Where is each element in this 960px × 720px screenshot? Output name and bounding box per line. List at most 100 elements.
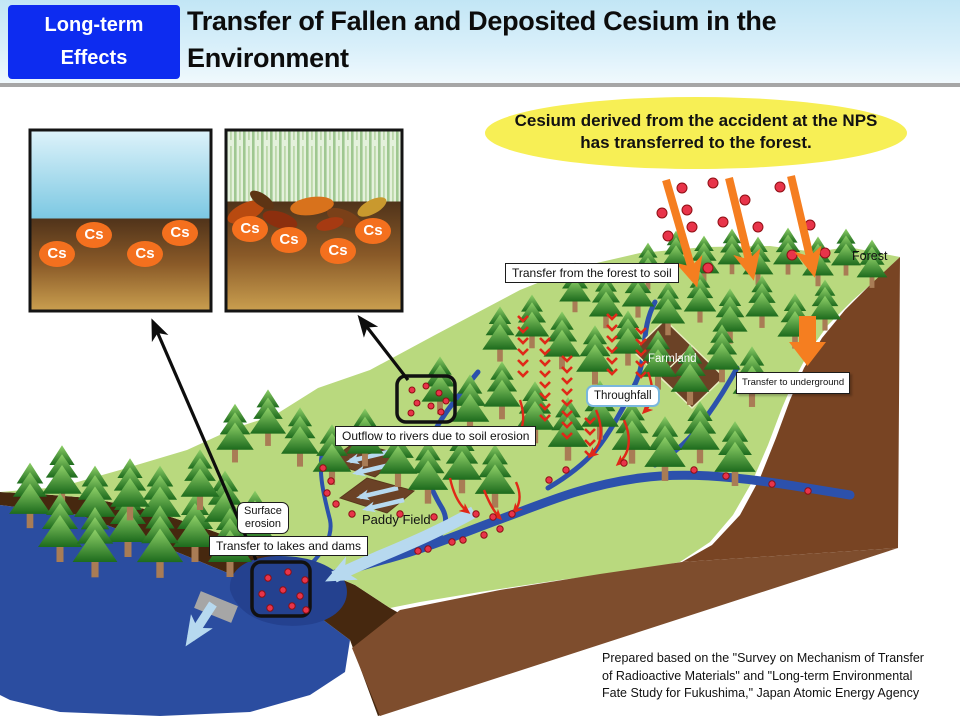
- dam: [185, 591, 238, 647]
- label-surface-erosion: Surface erosion: [237, 502, 289, 534]
- cesium-dot: [323, 489, 331, 497]
- badge-line1: Long-term: [44, 14, 144, 36]
- cesium-dot: [786, 249, 798, 261]
- cesium-dot: [774, 181, 786, 193]
- throughfall-chevron: [561, 410, 573, 418]
- throughfall-chevron: [584, 428, 596, 436]
- cesium-dot: [690, 466, 698, 474]
- throughfall-chevron: [635, 371, 647, 379]
- cesium-dot: [717, 216, 729, 228]
- cesium-dot: [496, 525, 504, 533]
- throughfall-arrows: [517, 313, 647, 458]
- cesium-dot: [332, 500, 340, 508]
- mountain-slope: [682, 257, 900, 562]
- cesium-dot: [284, 568, 292, 576]
- cesium-dot: [301, 576, 309, 584]
- throughfall-chevron: [606, 368, 618, 376]
- cesium-dot: [437, 408, 445, 416]
- cesium-dot: [302, 606, 310, 614]
- cesium-dot: [620, 459, 628, 467]
- cesium-dot: [396, 510, 404, 518]
- cesium-dot: [739, 194, 751, 206]
- throughfall-chevron: [561, 421, 573, 429]
- terrain-front-face: [352, 548, 898, 716]
- cesium-dot: [422, 382, 430, 390]
- cesium-dot: [804, 487, 812, 495]
- cesium-dot: [414, 547, 422, 555]
- label-transfer-forest-soil: Transfer from the forest to soil: [505, 263, 679, 283]
- cesium-symbol: Cs: [39, 241, 75, 267]
- throughfall-chevron: [606, 357, 618, 365]
- throughfall-chevron: [584, 417, 596, 425]
- throughfall-chevron: [561, 388, 573, 396]
- throughfall-chevron: [517, 337, 529, 345]
- cesium-dot: [264, 574, 272, 582]
- title-line1: Transfer of Fallen and Deposited Cesium …: [187, 6, 777, 36]
- fallen-leaves: [227, 190, 387, 231]
- throughfall-chevron: [517, 326, 529, 334]
- title-line2: Environment: [187, 43, 349, 73]
- cesium-symbol: Cs: [232, 216, 268, 242]
- throughfall-chevron: [517, 348, 529, 356]
- throughfall-chevron: [635, 327, 647, 335]
- cesium-dot: [348, 510, 356, 518]
- cesium-dot: [459, 536, 467, 544]
- underground-arrow: [789, 316, 826, 366]
- cesium-dots: [258, 177, 831, 614]
- cesium-symbol: Cs: [355, 218, 391, 244]
- cesium-dot: [686, 221, 698, 233]
- cesium-dot: [296, 592, 304, 600]
- throughfall-chevron: [539, 337, 551, 345]
- cesium-dot: [258, 590, 266, 598]
- label-forest: Forest: [852, 249, 888, 263]
- label-throughfall: Throughfall: [586, 385, 660, 407]
- cesium-dot: [448, 538, 456, 546]
- header: Long-term Effects Transfer of Fallen and…: [0, 0, 960, 87]
- cesium-dot: [545, 476, 553, 484]
- throughfall-chevron: [606, 335, 618, 343]
- cesium-dot: [489, 513, 497, 521]
- cesium-dot: [768, 480, 776, 488]
- throughfall-chevron: [539, 348, 551, 356]
- throughfall-chevron: [539, 392, 551, 400]
- cesium-symbol: Cs: [76, 222, 112, 248]
- erosion-arrow: [587, 409, 602, 458]
- label-paddy-field: Paddy Field: [362, 512, 431, 527]
- cesium-dot: [407, 409, 415, 417]
- cesium-dot: [508, 510, 516, 518]
- callout-text: Cesium derived from the accident at the …: [514, 111, 878, 152]
- cesium-dot: [435, 389, 443, 397]
- throughfall-chevron: [539, 359, 551, 367]
- lake: [229, 556, 347, 626]
- throughfall-chevron: [517, 359, 529, 367]
- cesium-dot: [266, 604, 274, 612]
- cesium-dot: [707, 177, 719, 189]
- lake-highlight-box: [250, 560, 312, 618]
- erosion-arrow: [448, 477, 471, 514]
- cesium-dot: [427, 402, 435, 410]
- throughfall-chevron: [635, 338, 647, 346]
- fallout-arrows: [662, 175, 822, 288]
- cesium-dot: [424, 545, 432, 553]
- page-title: Transfer of Fallen and Deposited Cesium …: [187, 3, 777, 77]
- cesium-dot: [676, 182, 688, 194]
- cesium-dot: [656, 207, 668, 219]
- diagram-stage: [0, 87, 960, 720]
- throughfall-chevron: [539, 381, 551, 389]
- cesium-symbol: Cs: [271, 227, 307, 253]
- cesium-dot: [480, 531, 488, 539]
- cesium-dot: [413, 399, 421, 407]
- dam-outflow-arrow: [185, 601, 217, 647]
- cesium-dot: [319, 464, 327, 472]
- throughfall-chevron: [517, 315, 529, 323]
- cesium-symbol: Cs: [162, 220, 198, 246]
- throughfall-chevron: [606, 313, 618, 321]
- throughfall-chevron: [584, 439, 596, 447]
- cesium-dot: [288, 602, 296, 610]
- cesium-dot: [472, 510, 480, 518]
- cesium-dot: [752, 221, 764, 233]
- label-outflow-rivers: Outflow to rivers due to soil erosion: [335, 426, 537, 446]
- cesium-dot: [442, 397, 450, 405]
- throughfall-chevron: [561, 377, 573, 385]
- cesium-dot: [681, 204, 693, 216]
